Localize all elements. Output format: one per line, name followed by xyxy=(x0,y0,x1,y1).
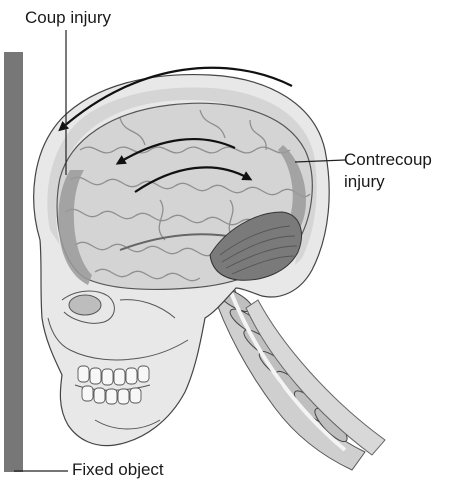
fixed-object-wall xyxy=(4,52,23,472)
contrecoup-injury-label-line1: Contrecoup xyxy=(344,150,432,170)
fixed-object-label: Fixed object xyxy=(72,460,164,480)
coup-injury-label: Coup injury xyxy=(25,8,111,28)
cervical-spine xyxy=(212,282,385,470)
contrecoup-injury-label-line2: injury xyxy=(344,172,385,192)
